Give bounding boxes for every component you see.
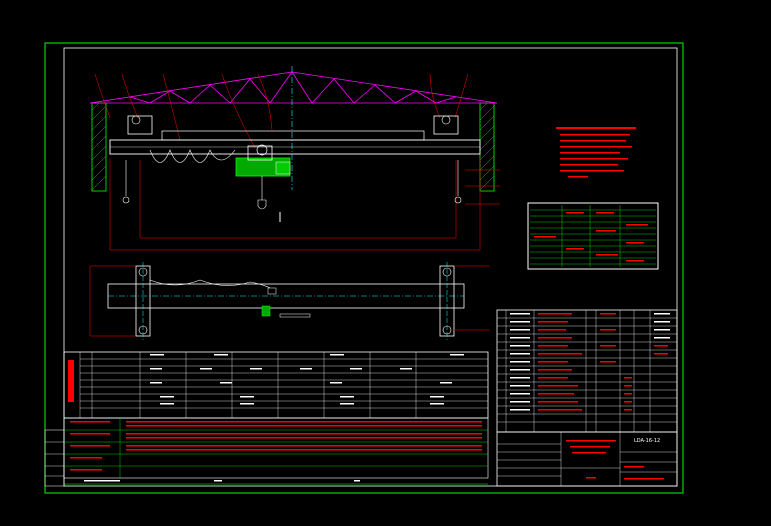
revision-block bbox=[44, 429, 65, 487]
left-end-carriage bbox=[127, 115, 153, 135]
front-elevation-view bbox=[89, 66, 500, 251]
electric-hoist bbox=[235, 144, 291, 210]
sheet-inner-frame bbox=[63, 47, 678, 487]
sheet-outer-frame bbox=[44, 42, 684, 494]
parameter-table bbox=[527, 202, 659, 270]
roof-truss bbox=[89, 71, 498, 104]
drawing-number: LDA-16-12 bbox=[634, 438, 660, 444]
plan-view bbox=[89, 262, 490, 340]
right-end-carriage bbox=[433, 115, 459, 135]
title-block: LDA-16-12 bbox=[496, 431, 678, 487]
technical-notes bbox=[556, 127, 636, 178]
cable-festoon bbox=[149, 149, 236, 163]
specification-table bbox=[63, 351, 489, 485]
girder-top-rail bbox=[161, 130, 425, 141]
parts-list bbox=[496, 309, 678, 433]
